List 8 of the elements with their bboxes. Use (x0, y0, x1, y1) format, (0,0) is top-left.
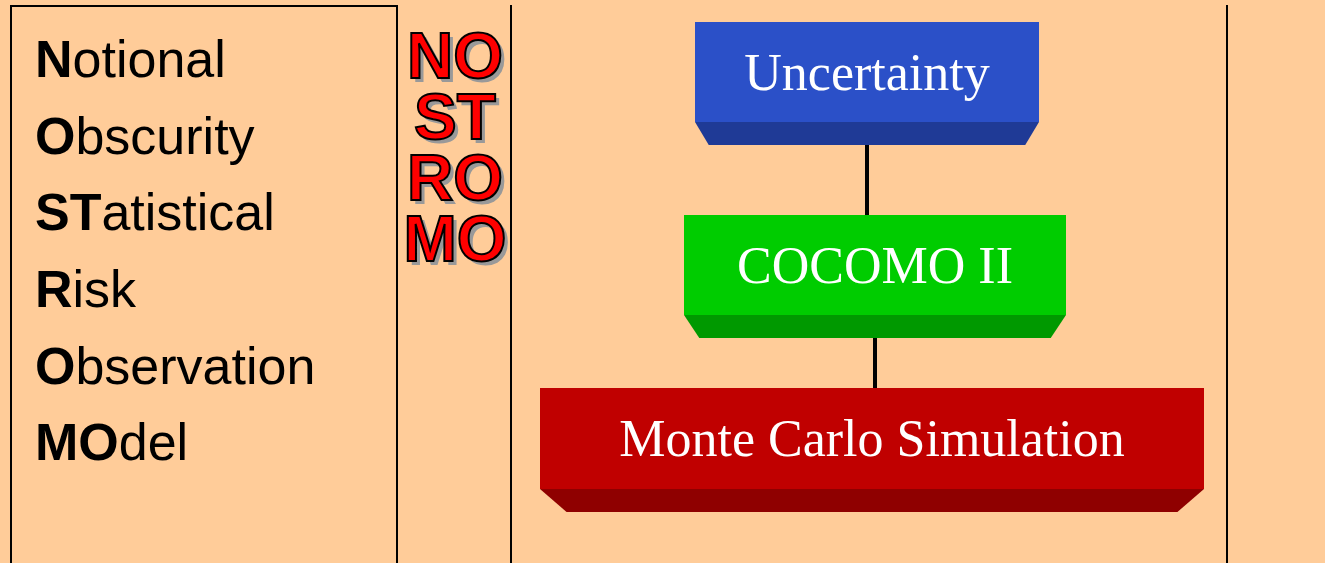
acronym-line: Observation (35, 340, 316, 392)
vertical-title: NOSTROMO (402, 26, 508, 270)
acronym-line: Notional (35, 33, 226, 85)
acronym-line: Risk (35, 263, 137, 315)
connector-line (873, 338, 877, 388)
acronym-line: MOdel (35, 416, 189, 468)
connector-line (865, 145, 869, 215)
acronym-line: STatistical (35, 186, 275, 238)
